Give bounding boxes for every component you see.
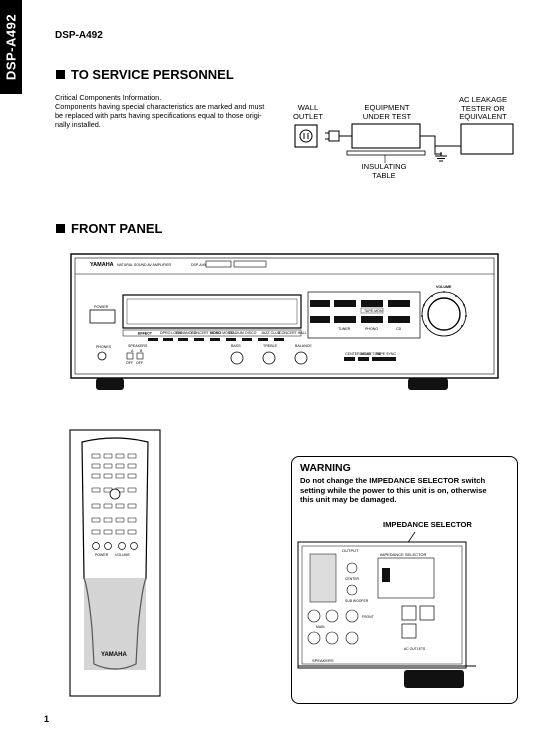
svg-text:CENTER: CENTER [345,577,359,581]
heading-bullet-icon [56,224,65,233]
svg-text:CONCERT VIDEO: CONCERT VIDEO [191,331,221,335]
balance-knob [294,351,308,365]
warning-body: Do not change the IMPEDANCE SELECTOR swi… [300,476,487,505]
rear-panel-drawing: OUTPUT IMPEDANCE SELECTOR CENTER SUB WOO… [297,531,476,688]
insulating-table-icon [346,150,426,156]
program-row [122,329,302,337]
svg-text:OFF: OFF [126,361,134,365]
intro-line: nally installed. [55,120,101,129]
svg-text:DISCO: DISCO [245,331,257,335]
speaker-a-button [126,352,134,360]
svg-text:JAZZ CLUB: JAZZ CLUB [261,331,281,335]
svg-text:TAPE SYNC: TAPE SYNC [376,352,397,356]
heading-bullet-icon [56,70,65,79]
panel-model-text: DSP-A492 [191,263,208,267]
remote-brand: YAMAHA [101,652,127,658]
intro-line: be replaced with parts having specificat… [55,111,262,120]
equipment-box-icon [351,123,421,149]
intro-line: Critical Components Information. [55,93,162,102]
remote-power-label: POWER [95,553,109,557]
svg-text:B: B [140,349,143,353]
display-window [122,294,302,329]
wall-outlet-icon [294,124,318,148]
bass-knob [230,351,244,365]
power-label: POWER [94,305,109,309]
svg-text:A: A [131,349,134,353]
page-model: DSP-A492 [55,30,103,41]
foot-left [96,378,124,390]
svg-text:PHONO: PHONO [365,327,378,331]
volume-label: VOLUME [436,285,452,289]
svg-text:DPRO LOGIC: DPRO LOGIC [160,331,183,335]
svg-text:CONCERT HALL: CONCERT HALL [279,331,307,335]
treble-knob [262,351,276,365]
treble-label: TREBLE [263,344,278,348]
page-number: 1 [44,714,50,724]
service-title: TO SERVICE PERSONNEL [71,67,234,82]
service-intro: Critical Components Information. Compone… [55,93,277,129]
svg-text:OFF: OFF [136,361,144,365]
bass-label: BASS [231,344,241,348]
svg-text:TAPE MON: TAPE MON [364,309,383,313]
impedance-callout: IMPEDANCE SELECTOR [383,520,472,529]
input-selector-grid [307,291,421,339]
program-buttons [148,338,284,341]
plug-icon [328,130,340,142]
balance-label: BALANCE [295,344,312,348]
brand-text: YAMAHA [90,262,114,268]
effect-label: EFFECT [138,332,153,336]
front-panel-drawing: YAMAHA NATURAL SOUND AV AMPLIFIER DSP-A4… [70,253,499,390]
front-panel-heading: FRONT PANEL [56,221,162,236]
warning-title: WARNING [300,462,351,474]
leakage-test-diagram [294,123,514,163]
remote-volume-label: VOLUME [115,553,130,557]
speakers-label: SPEAKERS [128,344,148,348]
svg-text:OUTPUT: OUTPUT [342,548,359,553]
front-panel-title: FRONT PANEL [71,221,163,236]
svg-text:SUB WOOFER: SUB WOOFER [345,599,369,603]
svg-text:ENHANCED: ENHANCED [176,331,197,335]
svg-text:SPEAKERS: SPEAKERS [312,658,334,663]
svg-text:MONO MOVIE: MONO MOVIE [210,331,234,335]
intro-line: Components having special characteristic… [55,102,265,111]
svg-text:TUNER: TUNER [338,327,351,331]
rear-foot [404,670,464,688]
tester-box-icon [460,123,514,155]
svg-text:CD: CD [396,327,402,331]
impedance-switch [382,568,390,582]
model-tab: DSP-A492 [0,0,22,94]
svg-text:AC OUTLETS: AC OUTLETS [404,647,426,651]
model-tab-label: DSP-A492 [3,13,19,81]
svg-text:STADIUM: STADIUM [228,331,244,335]
svg-text:MAIN: MAIN [316,625,325,629]
svg-text:FRONT: FRONT [362,615,374,619]
svg-text:IMPEDANCE SELECTOR: IMPEDANCE SELECTOR [380,552,426,557]
phones-label: PHONES [96,345,112,349]
foot-right [408,378,448,390]
remote-control-drawing: POWER VOLUME YAMAHA [69,429,161,697]
svg-text:CENTER MODE: CENTER MODE [345,352,372,356]
power-button [89,309,116,324]
phones-jack [97,351,107,361]
svg-text:DELAY TIME: DELAY TIME [360,352,382,356]
service-heading: TO SERVICE PERSONNEL [56,67,234,82]
tagline-text: NATURAL SOUND AV AMPLIFIER [117,263,171,267]
speaker-b-button [136,352,144,360]
